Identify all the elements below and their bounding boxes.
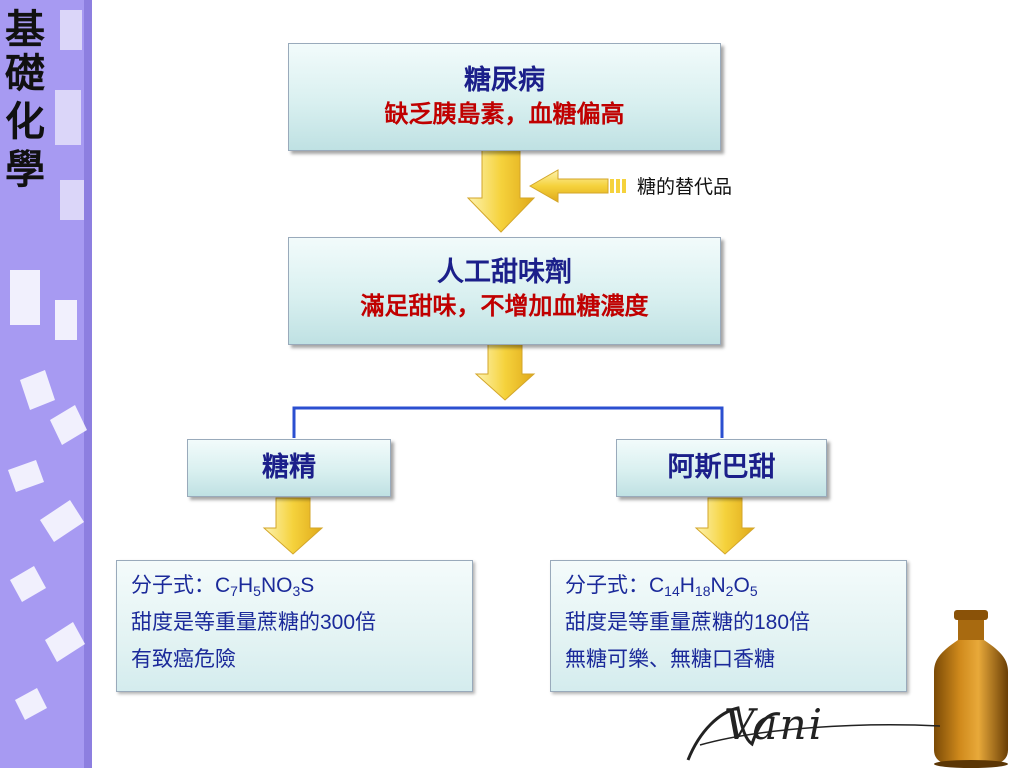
signature-logo: Vani <box>724 700 824 749</box>
sidebar-title-char-3: 化 <box>5 99 45 145</box>
sidebar-decoration <box>0 0 92 768</box>
down-arrow-icon <box>474 343 536 401</box>
saccharin-box: 糖精 <box>187 439 391 497</box>
sugar-substitute-label: 糖的替代品 <box>637 176 733 198</box>
sidebar-title-char-1: 基 <box>5 7 45 53</box>
aspartame-info-box: 分子式：C14H18N2O5 甜度是等重量蔗糖的180倍 無糖可樂、無糖口香糖 <box>550 560 907 692</box>
aspartame-title: 阿斯巴甜 <box>667 452 776 483</box>
sidebar-title-char-2: 礎 <box>5 51 45 97</box>
branch-connector <box>292 406 724 438</box>
down-arrow-icon <box>694 497 756 555</box>
aspartame-note: 無糖可樂、無糖口香糖 <box>565 647 775 671</box>
down-arrow-icon <box>466 149 536 233</box>
saccharin-sweetness: 甜度是等重量蔗糖的300倍 <box>131 610 377 634</box>
saccharin-formula: 分子式：C7H5NO3S <box>131 573 315 599</box>
saccharin-note: 有致癌危險 <box>131 647 236 671</box>
diabetes-title: 糖尿病 <box>464 65 545 96</box>
down-arrow-icon <box>262 497 324 555</box>
arrow-tail-stripe-icon <box>610 179 614 193</box>
diabetes-subtitle: 缺乏胰島素，血糖偏高 <box>384 99 625 128</box>
artificial-sweetener-title: 人工甜味劑 <box>437 257 572 288</box>
artificial-sweetener-subtitle: 滿足甜味，不增加血糖濃度 <box>360 291 649 320</box>
bottle-silhouette-icon <box>10 270 40 325</box>
sidebar: 基 礎 化 學 <box>0 0 92 768</box>
aspartame-box: 阿斯巴甜 <box>616 439 827 497</box>
signature-swoosh <box>686 706 781 761</box>
saccharin-title: 糖精 <box>262 452 316 483</box>
aspartame-sweetness: 甜度是等重量蔗糖的180倍 <box>565 610 811 634</box>
sidebar-title-char-4: 學 <box>5 147 45 193</box>
saccharin-info-box: 分子式：C7H5NO3S 甜度是等重量蔗糖的300倍 有致癌危險 <box>116 560 473 692</box>
diabetes-box: 糖尿病 缺乏胰島素，血糖偏高 <box>288 43 721 151</box>
amber-bottle-icon <box>934 610 1008 768</box>
artificial-sweetener-box: 人工甜味劑 滿足甜味，不增加血糖濃度 <box>288 237 721 345</box>
aspartame-formula: 分子式：C14H18N2O5 <box>565 573 758 599</box>
left-arrow-icon <box>528 169 609 203</box>
